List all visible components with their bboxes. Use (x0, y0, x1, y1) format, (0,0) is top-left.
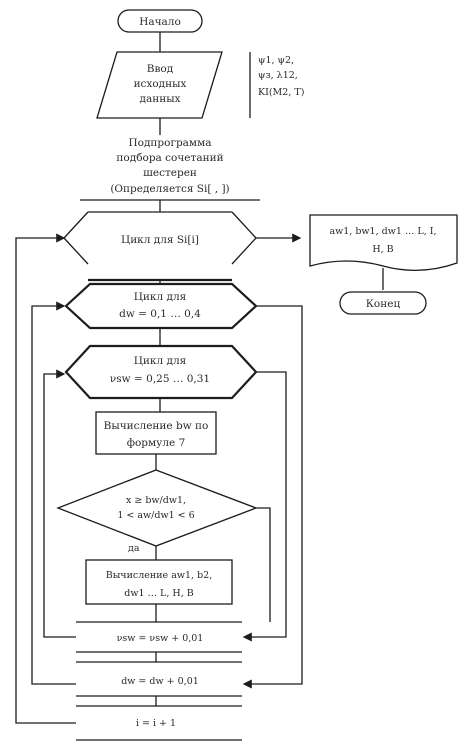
assign-v-block: νsw = νsw + 0,01 (76, 621, 242, 653)
compute-params-line-1: Вычисление aw1, b2, (106, 570, 212, 581)
input-param-line-2: ψз, λ12, (258, 70, 298, 81)
prep-line-3: шестерен (143, 167, 197, 179)
prep-line-1: Подпрограмма (128, 137, 211, 149)
compute-params-block: Вычисление aw1, b2, dw1 … L, H, B (85, 559, 233, 605)
loop-i-block: Цикл для Si[i] (63, 211, 257, 282)
loop-v-block: Цикл для νsw = 0,25 … 0,31 (64, 344, 258, 400)
condition-diamond: x ≥ bw/dw1, 1 < aw/dw1 < 6 (56, 469, 258, 547)
input-block: Ввод исходных данных (96, 51, 223, 119)
compute-params-line-2: dw1 … L, H, B (124, 588, 193, 599)
input-line-1: Ввод (147, 63, 174, 75)
input-param-line-3: KI(M2, T) (258, 87, 304, 98)
input-line-3: данных (139, 93, 180, 105)
end-terminator: Конец (339, 291, 427, 315)
output-document: aw1, bw1, dw1 … L, I, H, B (309, 214, 458, 271)
assign-d-block: dw = dw + 0,01 (76, 661, 242, 697)
condition-line-2: 1 < aw/dw1 < 6 (117, 510, 194, 521)
output-line-1: aw1, bw1, dw1 … L, I, (329, 226, 436, 237)
compute-b-line-2: формуле 7 (127, 437, 186, 449)
loopback-v (43, 369, 287, 642)
input-line-2: исходных (134, 78, 187, 90)
compute-b-line-1: Вычисление bw по (104, 420, 209, 432)
assign-i-label: i = i + 1 (136, 718, 176, 729)
loopback-i (15, 233, 76, 724)
loopback-d (31, 301, 303, 689)
condition-line-1: x ≥ bw/dw1, (126, 495, 186, 506)
assign-i-block: i = i + 1 (76, 705, 242, 741)
prep-line-2: подбора сочетаний (116, 152, 223, 164)
loop-i-label: Цикл для Si[i] (121, 234, 199, 246)
loop-v-line-2: νsw = 0,25 … 0,31 (110, 373, 210, 385)
preparation-block: Подпрограмма подбора сочетаний шестерен … (80, 137, 260, 201)
loop-d-line-2: dw = 0,1 … 0,4 (119, 308, 201, 320)
output-line-2: H, B (372, 244, 393, 255)
condition-yes-label: да (128, 543, 140, 554)
end-label: Конец (366, 298, 401, 310)
condition-no-branch (256, 507, 271, 622)
prep-line-4: (Определяется Si[ , ]) (110, 183, 229, 195)
compute-b-block: Вычисление bw по формуле 7 (95, 411, 217, 455)
assign-v-label: νsw = νsw + 0,01 (117, 633, 204, 644)
loop-v-line-1: Цикл для (134, 355, 187, 367)
start-label: Начало (139, 16, 181, 28)
loop-d-line-1: Цикл для (134, 291, 187, 303)
assign-d-label: dw = dw + 0,01 (121, 676, 199, 687)
loop-d-block: Цикл для dw = 0,1 … 0,4 (64, 282, 258, 330)
start-terminator: Начало (117, 9, 203, 33)
input-param-line-1: ψ1, ψ2, (258, 55, 294, 66)
